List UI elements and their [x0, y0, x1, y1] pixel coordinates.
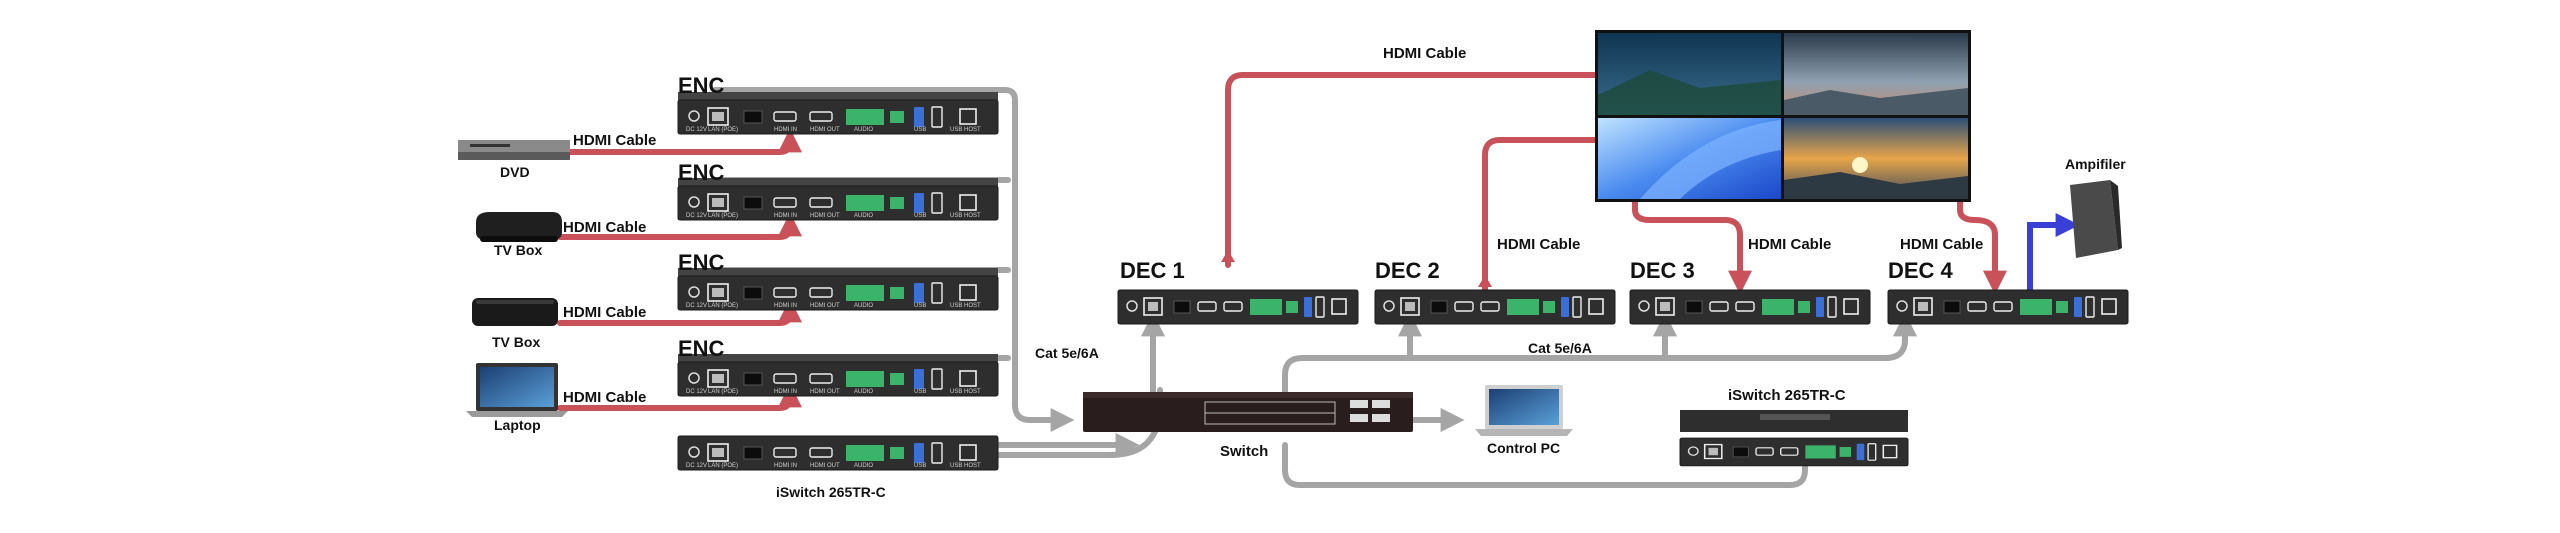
cat-cable-label: Cat 5e/6A [1035, 345, 1099, 361]
source-label: DVD [500, 164, 530, 180]
hdmi-cable-label: HDMI Cable [1900, 236, 1983, 253]
hdmi-cable-label: HDMI Cable [563, 304, 646, 321]
iswitch-bottom-label: iSwitch 265TR-C [776, 484, 886, 500]
audio-cable [2027, 213, 2080, 295]
iswitch-right-label: iSwitch 265TR-C [1728, 387, 1846, 404]
hdmi-cable-label: HDMI Cable [563, 389, 646, 406]
decoder-label: DEC 1 [1120, 258, 1185, 283]
cat-cable-label: Cat 5e/6A [1528, 340, 1592, 356]
tv-box-icon [476, 212, 562, 242]
iswitch-right [1679, 410, 1909, 467]
tv-box-icon [472, 298, 558, 326]
speaker-icon [2070, 180, 2122, 258]
encoder-2 [678, 178, 998, 220]
hdmi-cables [557, 72, 2007, 411]
hdmi-cable-label: HDMI Cable [1748, 236, 1831, 253]
iswitch-bottom [677, 435, 999, 471]
encoder-label: ENC [678, 250, 725, 275]
encoder-1 [678, 92, 998, 134]
dec1-hdmi-arrow [1221, 250, 1235, 262]
hdmi-cable-label: HDMI Cable [573, 132, 656, 149]
control-pc-label: Control PC [1487, 440, 1560, 456]
encoder-3 [678, 268, 998, 310]
decoder-4 [1887, 289, 2129, 325]
decoder-2 [1374, 289, 1616, 325]
decoder-label: DEC 4 [1888, 258, 1954, 283]
amplifier-label: Ampifiler [2065, 156, 2126, 172]
encoder-label: ENC [678, 336, 725, 361]
hdmi-cable-label: HDMI Cable [563, 219, 646, 236]
decoder-label: DEC 3 [1630, 258, 1695, 283]
decoder-label: DEC 2 [1375, 258, 1440, 283]
network-switch [1083, 392, 1413, 432]
source-label: TV Box [494, 242, 542, 258]
video-wall [1595, 30, 1971, 202]
decoder-1 [1117, 289, 1359, 325]
dec2-hdmi-arrow [1478, 275, 1492, 287]
encoder-label: ENC [678, 73, 725, 98]
laptop-icon [1475, 385, 1573, 436]
switch-label: Switch [1220, 443, 1268, 460]
encoder-label: ENC [678, 160, 725, 185]
hdmi-cable-label: HDMI Cable [1497, 236, 1580, 253]
laptop-icon [466, 363, 568, 417]
hdmi-cable-label: HDMI Cable [1383, 45, 1466, 62]
encoder-4 [678, 354, 998, 396]
decoder-3 [1629, 289, 1871, 325]
dvd-player-icon [458, 140, 570, 160]
source-label: Laptop [494, 417, 541, 433]
source-label: TV Box [492, 334, 540, 350]
